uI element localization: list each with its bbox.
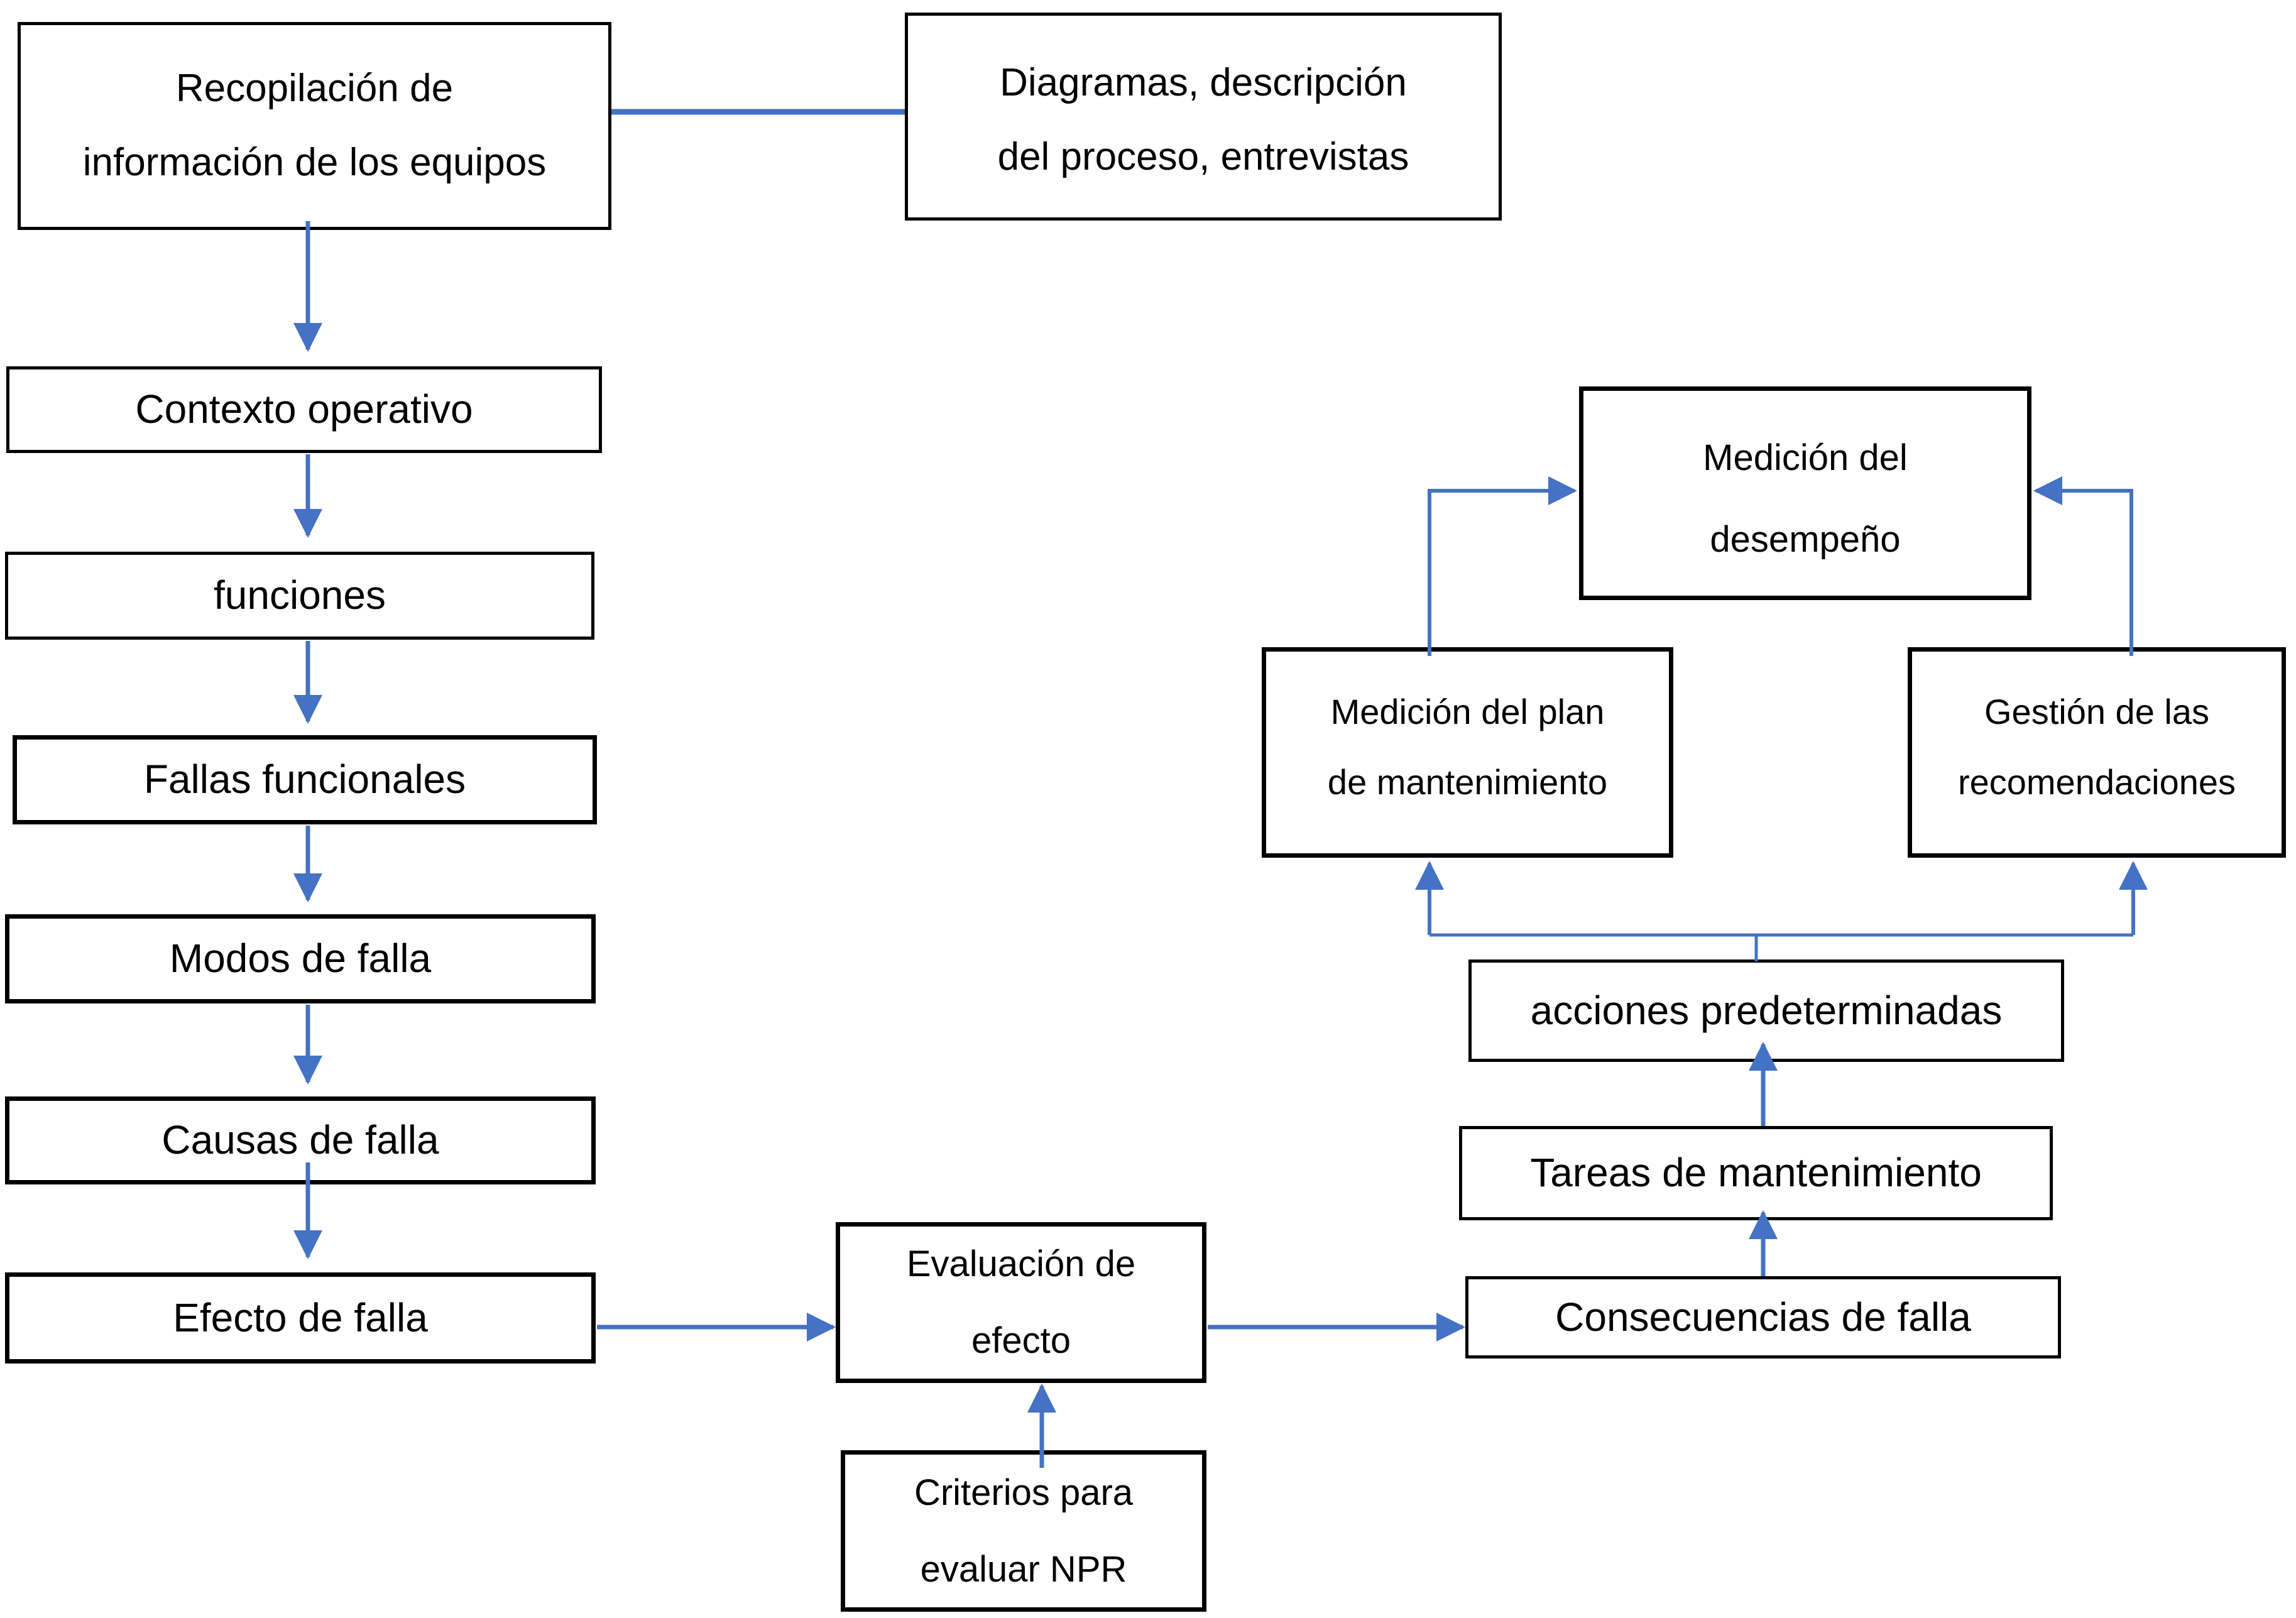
node-efecto-de-falla: Efecto de falla: [5, 1272, 596, 1364]
node-consecuencias-de-falla: Consecuencias de falla: [1465, 1276, 2061, 1358]
node-funciones: funciones: [5, 552, 594, 640]
node-diagramas-descripcion: Diagramas, descripción del proceso, entr…: [905, 13, 1502, 221]
node-recopilacion-informacion: Recopilación de información de los equip…: [18, 22, 611, 230]
node-tareas-mantenimiento: Tareas de mantenimiento: [1459, 1126, 2053, 1220]
edge-medicion-plan-desempeno: [1428, 476, 1577, 656]
edge-gestion-desempeno: [2033, 476, 2133, 656]
node-evaluacion-de-efecto: Evaluación de efecto: [836, 1222, 1206, 1383]
node-medicion-plan-mantenimiento: Medición del plan de mantenimiento: [1262, 647, 1673, 858]
node-acciones-predeterminadas: acciones predeterminadas: [1468, 959, 2064, 1062]
node-causas-de-falla: Causas de falla: [5, 1096, 596, 1184]
node-contexto-operativo: Contexto operativo: [6, 366, 602, 453]
node-modos-de-falla: Modos de falla: [5, 914, 596, 1003]
node-criterios-npr: Criterios para evaluar NPR: [841, 1450, 1206, 1612]
node-fallas-funcionales: Fallas funcionales: [13, 735, 597, 824]
node-gestion-recomendaciones: Gestión de las recomendaciones: [1908, 647, 2286, 858]
node-medicion-desempeno: Medición del desempeño: [1579, 386, 2031, 600]
